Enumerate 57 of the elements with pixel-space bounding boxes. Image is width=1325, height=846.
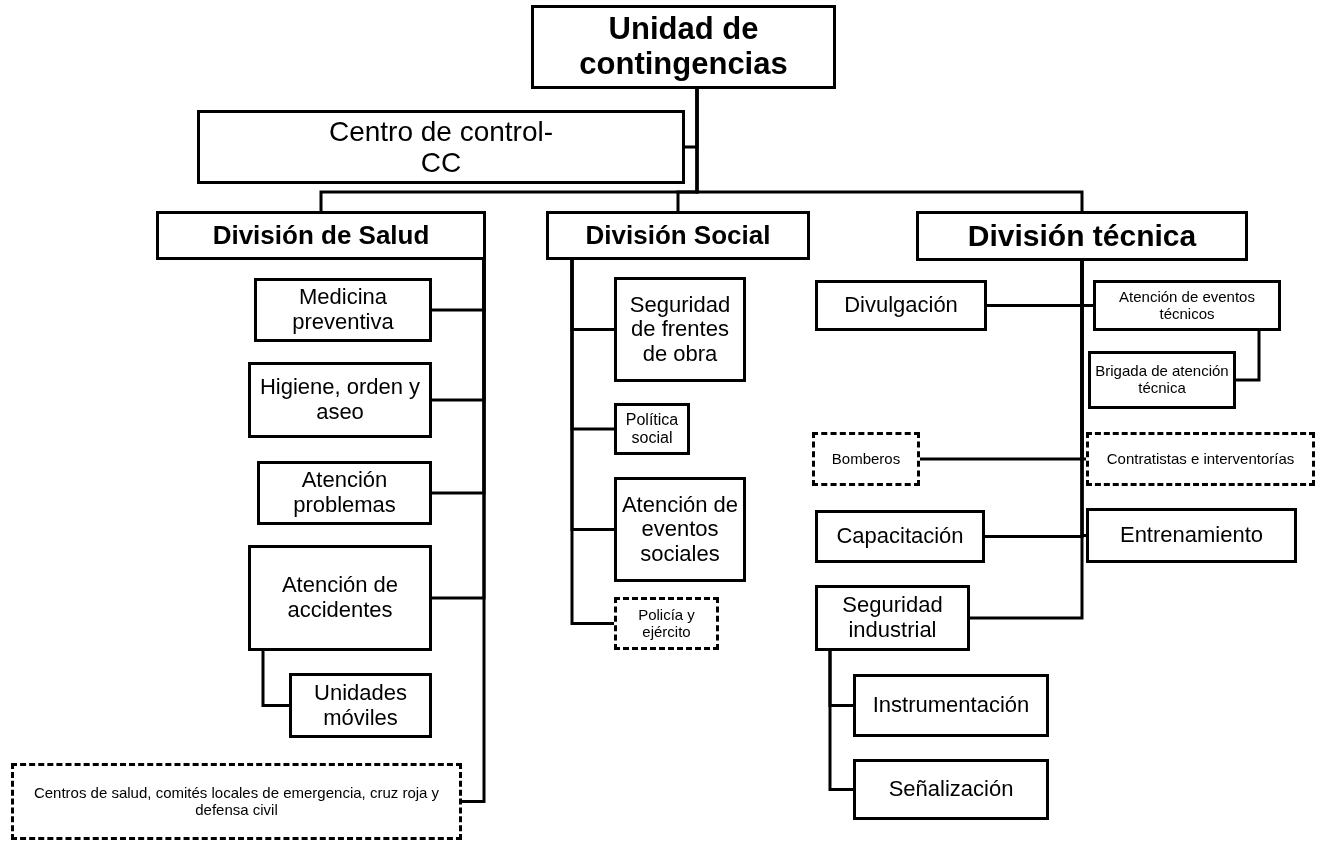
org-box (815, 585, 970, 651)
box-label: Atención de eventos técnicos (1118, 288, 1256, 323)
box-label: Capacitación (836, 524, 964, 549)
box-label: Brigada de atención técnica (1094, 363, 1230, 397)
org-box (1086, 508, 1297, 563)
connector-line (970, 261, 1084, 620)
org-box (853, 759, 1049, 820)
box-label: Seguridad de frentes de obra (628, 292, 732, 367)
box-label: Centros de salud, comités locales de emergencia, cruz roja y defensa civil (32, 784, 441, 819)
org-box (815, 510, 985, 563)
box-label: División Social (585, 220, 771, 251)
connector-line (695, 89, 1084, 211)
org-box (248, 362, 432, 438)
box-label: Medicina preventiva (291, 285, 395, 335)
org-box (197, 110, 685, 184)
org-box (531, 5, 836, 89)
org-box (614, 403, 690, 455)
dashed-box (1086, 432, 1315, 486)
org-box (614, 277, 746, 382)
box-label: Contratistas e interventorías (1106, 450, 1295, 468)
org-box (815, 280, 987, 331)
dashed-box (614, 597, 719, 650)
box-label: Bomberos (831, 450, 901, 468)
org-box (853, 674, 1049, 737)
box-label: División técnica (967, 219, 1197, 253)
org-box (257, 461, 432, 525)
org-box (289, 673, 432, 738)
box-label: Señalización (888, 777, 1014, 802)
box-label: Seguridad industrial (841, 593, 944, 643)
box-label: Policía y ejército (637, 606, 696, 641)
box-label: Atención problemas (292, 468, 397, 518)
org-box (254, 278, 432, 342)
box-label: División de Salud (212, 220, 430, 251)
connector-line (1236, 331, 1261, 382)
dashed-box (812, 432, 920, 486)
connector-line (261, 651, 289, 707)
org-box (614, 477, 746, 582)
org-box (916, 211, 1248, 261)
org-box (156, 211, 486, 260)
box-label: Atención de accidentes (280, 573, 400, 623)
box-label: Centro de control-CC (327, 115, 555, 179)
box-label: Divulgación (844, 293, 958, 318)
dashed-box (11, 763, 462, 840)
connector-line (828, 651, 853, 791)
box-label: Unidad de contingencias (578, 12, 789, 82)
box-label: Unidades móviles (313, 680, 408, 731)
box-label: Entrenamiento (1119, 523, 1264, 548)
connector-line (570, 260, 614, 625)
box-label: Atención de eventos sociales (620, 492, 740, 567)
org-box (1093, 280, 1281, 331)
box-label: Higiene, orden y aseo (258, 375, 422, 425)
org-box (546, 211, 810, 260)
box-label: Instrumentación (872, 693, 1030, 718)
connector-line (462, 260, 486, 803)
org-box (248, 545, 432, 651)
box-label: Política social (624, 411, 680, 447)
org-box (1088, 351, 1236, 409)
